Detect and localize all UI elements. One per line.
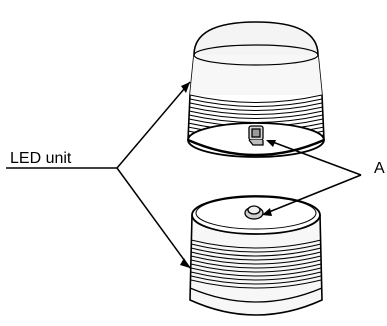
lower-led-chip [244, 205, 264, 220]
upper-led-unit [187, 21, 325, 158]
upper-led-chip [248, 125, 264, 146]
right-label: A [374, 160, 385, 177]
leader-to-lower-unit [116, 167, 191, 269]
arrowhead-lower-unit [180, 258, 190, 268]
leader-to-upper-chip [269, 140, 362, 176]
right-label-leaders [263, 140, 362, 215]
leader-to-upper-unit [116, 81, 191, 169]
arrowhead-upper-chip [266, 140, 276, 147]
led-unit-label: LED unit [10, 150, 72, 167]
arrowhead-upper-unit [181, 82, 190, 93]
lower-led-unit [189, 195, 323, 316]
lower-thread-band [190, 239, 322, 289]
arrowhead-lower-chip [262, 208, 272, 216]
leader-to-lower-chip [263, 174, 362, 215]
led-unit-leaders [6, 81, 191, 269]
